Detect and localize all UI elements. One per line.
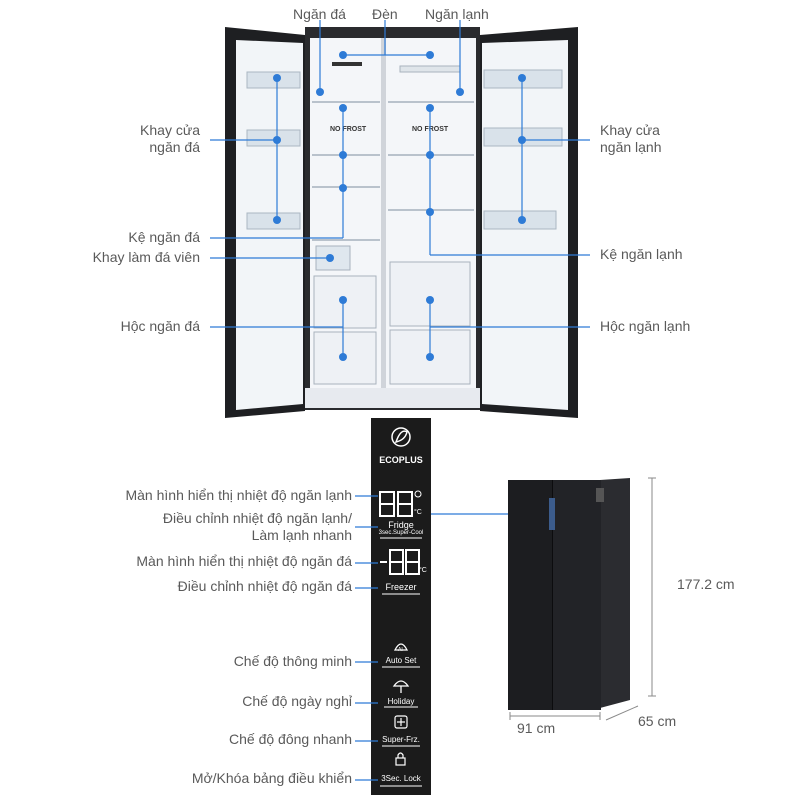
label-light: Đèn xyxy=(372,6,398,22)
label-fridge-door-tray-line1: Khay cửa xyxy=(600,122,660,138)
fridge-exterior-panel xyxy=(549,498,555,530)
label-freezer-shelf: Kệ ngăn đá xyxy=(128,229,200,245)
svg-text:AI: AI xyxy=(398,647,403,653)
no-frost-left: NO FROST xyxy=(330,126,367,133)
auto-set-button[interactable]: Auto Set xyxy=(385,656,417,665)
label-fridge-adjust-line1: Điều chỉnh nhiệt độ ngăn lạnh/ xyxy=(162,510,352,526)
dimension-depth: 65 cm xyxy=(638,713,677,729)
fridge-light-bar xyxy=(399,65,461,73)
panel-freezer-unit: °C xyxy=(419,567,427,574)
label-freezer-display: Màn hình hiển thị nhiệt độ ngăn đá xyxy=(136,553,352,569)
callout-dots-top xyxy=(273,51,526,361)
label-freezer-door-tray-line2: ngăn đá xyxy=(149,139,200,155)
label-freezer-drawer: Hộc ngăn đá xyxy=(120,318,200,334)
fridge-mode-icon xyxy=(414,490,422,498)
label-lock: Mở/Khóa bảng điều khiển xyxy=(191,770,352,786)
label-fridge-adjust: Điều chỉnh nhiệt độ ngăn lạnh/ Làm lạnh … xyxy=(163,510,352,544)
control-panel-graphics: AI xyxy=(355,427,548,787)
label-fridge-door-tray-line2: ngăn lạnh xyxy=(600,139,662,155)
closed-fridge-illustration xyxy=(508,477,656,721)
super-freeze-icon xyxy=(394,715,408,729)
freezer-light-bar xyxy=(332,62,362,66)
lock-icon xyxy=(395,752,406,766)
label-quick-freeze: Chế độ đông nhanh xyxy=(229,731,352,747)
label-fridge-door-tray: Khay cửa ngăn lạnh xyxy=(600,122,662,156)
fridge-badge xyxy=(596,488,604,502)
label-freezer-door-tray-line1: Khay cửa xyxy=(140,122,200,138)
callout-lines-top xyxy=(210,20,590,357)
auto-set-icon: AI xyxy=(393,643,409,653)
freezer-button[interactable]: Freezer xyxy=(385,582,417,592)
fridge-right-door xyxy=(553,480,601,710)
label-smart-mode: Chế độ thông minh xyxy=(233,653,352,669)
cabinet-bottom xyxy=(305,388,480,408)
freezer-compartment xyxy=(310,38,382,388)
dimension-lines xyxy=(509,477,656,721)
label-fridge-adjust-line2: Làm lạnh nhanh xyxy=(251,527,352,543)
dimension-height: 177.2 cm xyxy=(677,576,735,592)
fridge-left-door xyxy=(508,480,552,710)
label-fridge-drawer: Hộc ngăn lạnh xyxy=(600,318,691,334)
callout-lines-panel xyxy=(355,495,548,781)
dimension-width: 91 cm xyxy=(517,720,556,736)
freezer-temp-display xyxy=(380,549,420,575)
holiday-button[interactable]: Holiday xyxy=(387,697,415,706)
super-freeze-button[interactable]: Super-Frz. xyxy=(382,735,420,744)
lock-button[interactable]: 3Sec. Lock xyxy=(381,774,421,783)
control-panel xyxy=(371,418,431,795)
fridge-super-cool-label: 3sec.Super-Cool xyxy=(378,530,424,536)
label-fridge-top: Ngăn lạnh xyxy=(425,6,489,22)
center-divider xyxy=(381,38,386,388)
fridge-button[interactable]: Fridge xyxy=(388,520,414,530)
open-fridge-illustration: NO FROST NO FROST xyxy=(210,20,590,418)
eco-leaf-icon xyxy=(391,427,411,447)
label-holiday-mode: Chế độ ngày nghỉ xyxy=(242,693,352,709)
label-freezer-top: Ngăn đá xyxy=(293,6,346,22)
label-freezer-door-tray: Khay cửa ngăn đá xyxy=(140,122,200,156)
panel-fridge-unit: °C xyxy=(414,509,422,516)
fridge-temp-display xyxy=(379,491,413,517)
label-fridge-display: Màn hình hiển thị nhiệt độ ngăn lạnh xyxy=(125,487,352,503)
label-freezer-adjust: Điều chỉnh nhiệt độ ngăn đá xyxy=(177,578,352,594)
fridge-side-panel xyxy=(600,478,630,708)
label-ice-tray: Khay làm đá viên xyxy=(92,249,200,265)
panel-brand: ECOPLUS xyxy=(379,455,423,465)
holiday-umbrella-icon xyxy=(392,680,410,693)
label-fridge-shelf: Kệ ngăn lạnh xyxy=(600,246,683,262)
